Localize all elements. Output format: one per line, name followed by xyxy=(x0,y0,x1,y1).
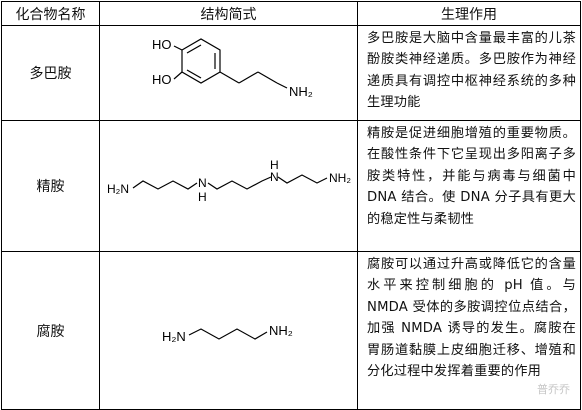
structure-cell: H₂N N H N H NH₂ xyxy=(99,120,358,252)
nitrogen-label: N xyxy=(198,176,207,190)
structure-cell: H₂N NH₂ xyxy=(99,251,358,410)
compound-name: 多巴胺 xyxy=(1,25,100,121)
header-function: 生理作用 xyxy=(357,1,581,26)
function-text: 多巴胺是大脑中含量最丰富的儿茶酚胺类神经递质。多巴胺作为神经递质具有调控中枢神经… xyxy=(357,25,581,121)
spermine-structure: H₂N N H N H NH₂ xyxy=(107,158,351,204)
putrescine-structure: H₂N NH₂ xyxy=(162,323,293,344)
hydrogen-label: H xyxy=(270,158,279,172)
amine-label: H₂N xyxy=(162,329,186,344)
header-row: 化合物名称 结构简式 生理作用 xyxy=(1,1,581,26)
hydroxyl-label: HO xyxy=(152,37,172,52)
table-row: 腐胺 H₂N NH₂ 腐胺可以通过升高或降低它的含量水平来控制细胞的 pH 值。… xyxy=(1,251,581,410)
structure-cell: HO HO NH₂ xyxy=(99,25,358,121)
function-text: 腐胺可以通过升高或降低它的含量水平来控制细胞的 pH 值。与 NMDA 受体的多… xyxy=(357,251,581,410)
table-row: 多巴胺 HO HO NH₂ 多巴胺是大脑 xyxy=(1,25,581,121)
compound-name: 精胺 xyxy=(1,120,100,252)
header-name: 化合物名称 xyxy=(1,1,100,26)
amine-label: H₂N xyxy=(107,182,129,196)
amine-label: NH₂ xyxy=(289,84,313,99)
table-row: 精胺 H₂N N H N H NH₂ 精胺是促进细胞增殖的重要物质。在酸性条件下… xyxy=(1,120,581,252)
header-structure: 结构简式 xyxy=(99,1,358,26)
amine-label: NH₂ xyxy=(329,171,351,185)
dopamine-structure: HO HO NH₂ xyxy=(152,37,313,99)
hydroxyl-label: HO xyxy=(152,72,172,87)
function-text: 精胺是促进细胞增殖的重要物质。在酸性条件下它呈现出多阳离子多胺类特性，并能与病毒… xyxy=(357,120,581,252)
hydrogen-label: H xyxy=(198,190,207,204)
compound-name: 腐胺 xyxy=(1,251,100,410)
nitrogen-label: N xyxy=(270,170,279,184)
amine-label: NH₂ xyxy=(269,323,293,338)
